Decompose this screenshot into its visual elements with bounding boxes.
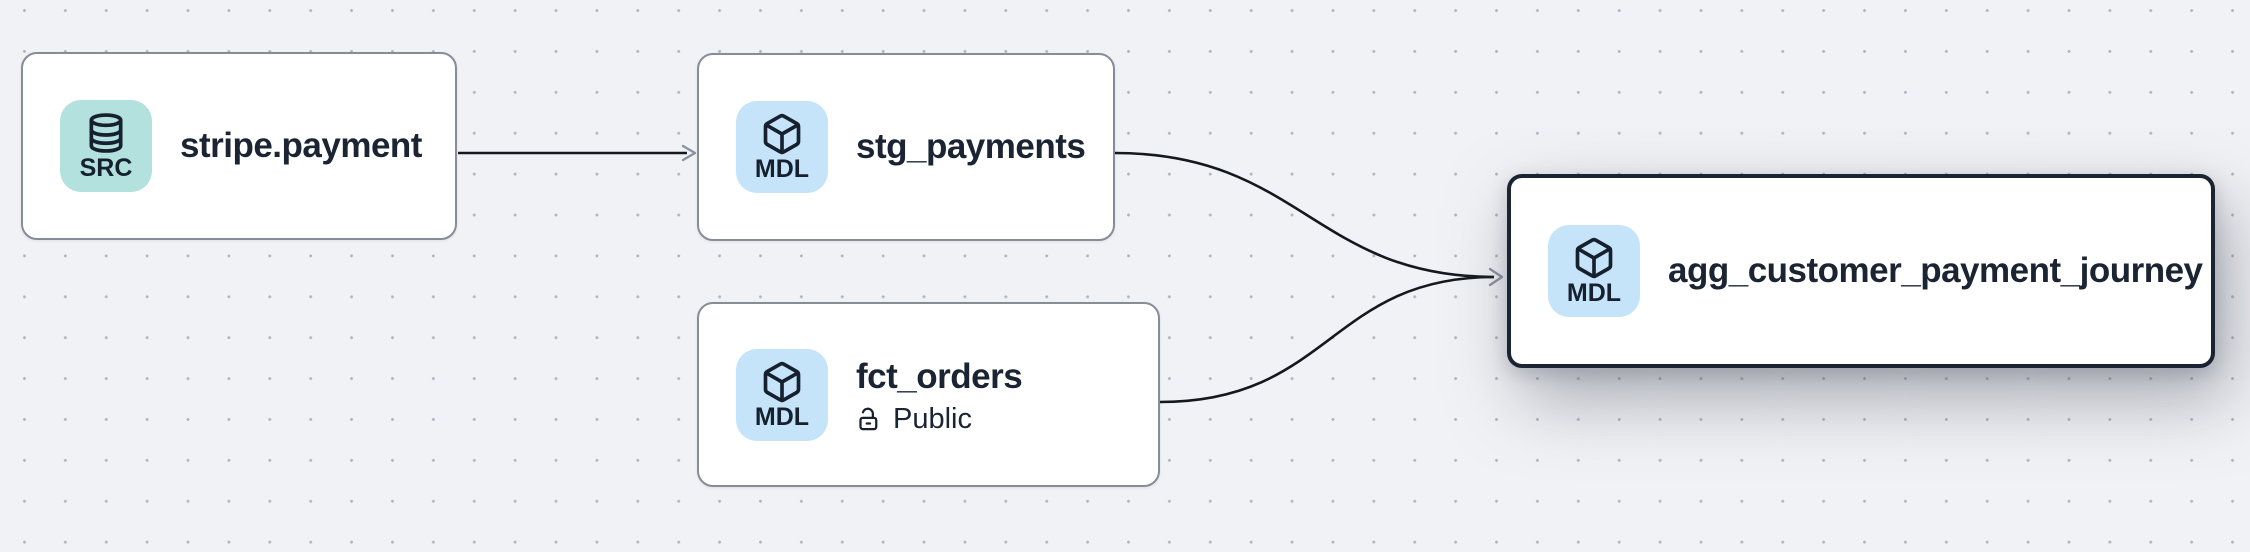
node-title: fct_orders: [856, 356, 1023, 396]
node-title: agg_customer_payment_journey: [1668, 251, 2203, 290]
box-icon: [1575, 237, 1613, 279]
edge-fct-orders-to-agg-customer-payment-journey[interactable]: [1159, 275, 1495, 404]
access-label: Public: [893, 402, 972, 435]
unlock-icon: [859, 407, 878, 430]
badge-label: MDL: [1566, 279, 1622, 307]
node-agg-customer-payment-journey[interactable]: MDL agg_customer_payment_journey: [1507, 174, 2215, 368]
badge-label: MDL: [754, 155, 810, 183]
model-badge: MDL: [1548, 225, 1640, 317]
edge-stg-payments-to-agg-customer-payment-journey[interactable]: [1114, 151, 1495, 279]
badge-label: SRC: [79, 154, 133, 182]
arrowhead-icon: [681, 144, 697, 162]
node-title: stripe.payment: [180, 126, 422, 165]
node-stg-payments[interactable]: MDL stg_payments: [697, 53, 1115, 241]
node-fct-orders[interactable]: MDL fct_orders Public: [697, 302, 1160, 487]
badge-label: MDL: [754, 402, 810, 431]
source-badge: SRC: [60, 100, 152, 192]
database-icon: [89, 113, 123, 153]
box-icon: [763, 113, 801, 155]
node-title: stg_payments: [856, 127, 1086, 166]
arrowhead-icon: [1488, 267, 1504, 287]
node-stripe-payment[interactable]: SRC stripe.payment: [21, 52, 457, 240]
access-row: Public: [856, 402, 1022, 435]
model-badge: MDL: [736, 101, 828, 193]
model-badge: MDL: [736, 348, 828, 441]
box-icon: [763, 361, 801, 402]
